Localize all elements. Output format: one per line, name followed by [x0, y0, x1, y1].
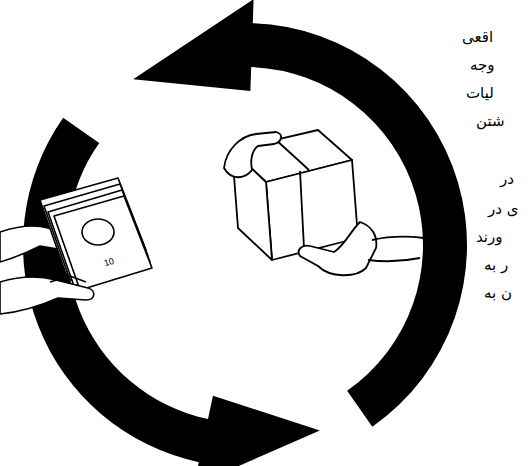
page-text: لیات [466, 86, 494, 101]
hand [0, 277, 94, 314]
page-text: در [500, 172, 514, 187]
hand [299, 222, 377, 275]
page-text: ن به [484, 286, 512, 301]
money-hand [0, 178, 152, 314]
page-text: ورند [476, 230, 503, 245]
note-seal [82, 219, 114, 245]
page-text: ی در [488, 202, 518, 217]
page-text: شتن [476, 114, 505, 129]
hand [224, 132, 281, 177]
box-hands [224, 130, 424, 275]
wrist [372, 237, 424, 240]
page-text: ر به [484, 258, 508, 273]
wrist [368, 258, 420, 261]
page-text: اقعی [462, 30, 493, 45]
tape [275, 139, 309, 170]
page-text: وجه [470, 58, 495, 73]
cycle-arrow [133, 0, 467, 427]
tape [300, 171, 304, 248]
finger [50, 276, 86, 282]
